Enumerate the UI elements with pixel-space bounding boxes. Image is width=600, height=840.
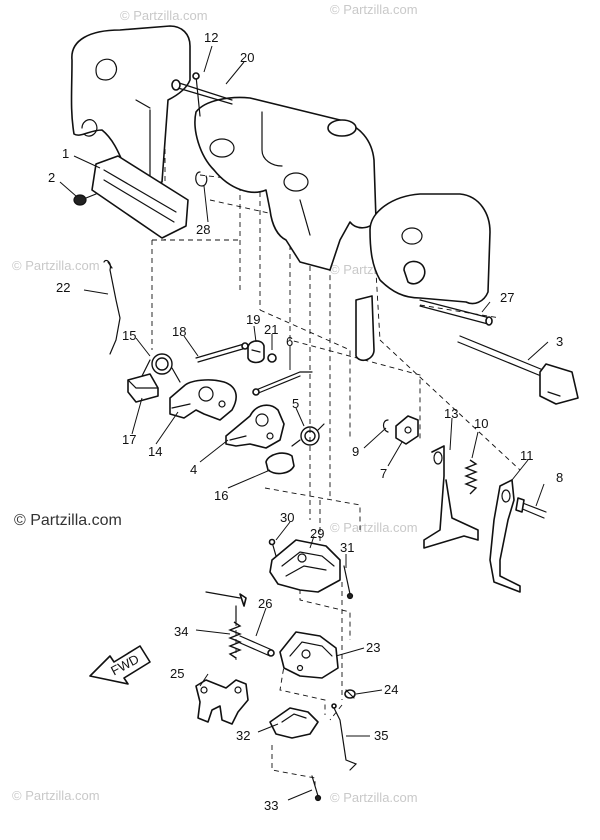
callout-19: 19 (246, 312, 260, 327)
part-6-rod (252, 371, 313, 396)
leader-lines (59, 45, 549, 801)
swivel-bracket (194, 96, 377, 271)
part-11-lever (489, 479, 521, 593)
forward-direction-arrow: FWD (89, 645, 151, 685)
callout-12: 12 (204, 30, 218, 45)
part-32-plate (269, 707, 319, 739)
watermark: © Partzilla.com (12, 258, 100, 273)
watermark-main: © Partzilla.com (14, 512, 122, 529)
part-23-lever (279, 631, 339, 679)
callout-30: 30 (280, 510, 294, 525)
part-8-bolt (515, 497, 547, 519)
part-33-pin (311, 775, 322, 802)
part-34-spring-rod (205, 591, 247, 659)
callout-2: 2 (48, 170, 55, 185)
callout-33: 33 (264, 798, 278, 813)
callout-5: 5 (292, 396, 299, 411)
part-2-screw (73, 193, 97, 206)
part-13-lever (423, 445, 479, 549)
part-25-shift-fork (195, 679, 249, 725)
clamp-bracket-upper (70, 25, 191, 189)
watermark: © Partzilla.com (330, 790, 418, 805)
part-14-lever-plate (169, 379, 237, 421)
part-29-bracket (269, 539, 341, 593)
callout-28: 28 (196, 222, 210, 237)
callout-9: 9 (352, 444, 359, 459)
callout-14: 14 (148, 444, 162, 459)
part-22-rod (103, 259, 121, 355)
callout-17: 17 (122, 432, 136, 447)
part-31-pin (343, 565, 354, 600)
watermark: © Partzilla.com (330, 520, 418, 535)
part-5-spring (291, 423, 325, 447)
part-35-wire (331, 703, 358, 771)
watermark: © Partzilla.com (120, 8, 208, 23)
callout-22: 22 (56, 280, 70, 295)
part-30-spring-pin (268, 538, 277, 557)
callout-13: 13 (444, 406, 458, 421)
watermark: © Partzilla.com (12, 788, 100, 803)
part-19-collar (247, 340, 265, 364)
callout-25: 25 (170, 666, 184, 681)
part-16-pad (265, 452, 295, 475)
part-10-spring (464, 459, 478, 495)
part-21-washer (267, 353, 277, 363)
callout-7: 7 (380, 466, 387, 481)
part-1-plate (91, 155, 189, 239)
callout-32: 32 (236, 728, 250, 743)
callout-29: 29 (310, 526, 324, 541)
part-9-clip (382, 419, 389, 433)
callout-26: 26 (258, 596, 272, 611)
callout-15: 15 (122, 328, 136, 343)
part-7-bracket (395, 415, 419, 445)
part-27-rod (419, 299, 493, 326)
callout-27: 27 (500, 290, 514, 305)
callout-10: 10 (474, 416, 488, 431)
part-4-cam-plate (225, 404, 285, 449)
part-24-washer (344, 689, 356, 699)
callout-31: 31 (340, 540, 354, 555)
callout-6: 6 (286, 334, 293, 349)
part-20-pin (192, 72, 201, 117)
part-17-block (127, 373, 159, 403)
callout-18: 18 (172, 324, 186, 339)
part-26-pin (237, 635, 275, 657)
callout-21: 21 (264, 322, 278, 337)
part-18-pin (195, 342, 249, 363)
part-28-clip (195, 171, 208, 187)
clamp-bracket-right (355, 193, 491, 362)
callout-34: 34 (174, 624, 188, 639)
callout-8: 8 (556, 470, 563, 485)
callout-16: 16 (214, 488, 228, 503)
watermark: © Partzilla.com (330, 2, 418, 17)
callout-24: 24 (384, 682, 398, 697)
callout-20: 20 (240, 50, 254, 65)
callout-4: 4 (190, 462, 197, 477)
part-12-bolt (171, 79, 233, 105)
callout-3: 3 (556, 334, 563, 349)
callout-23: 23 (366, 640, 380, 655)
callout-numbers: 1 2 3 4 5 6 7 8 9 10 11 12 13 14 15 16 1… (48, 30, 563, 813)
part-3-tilt-rod (457, 335, 579, 405)
callout-11: 11 (520, 448, 534, 463)
callout-1: 1 (62, 146, 69, 161)
callout-35: 35 (374, 728, 388, 743)
